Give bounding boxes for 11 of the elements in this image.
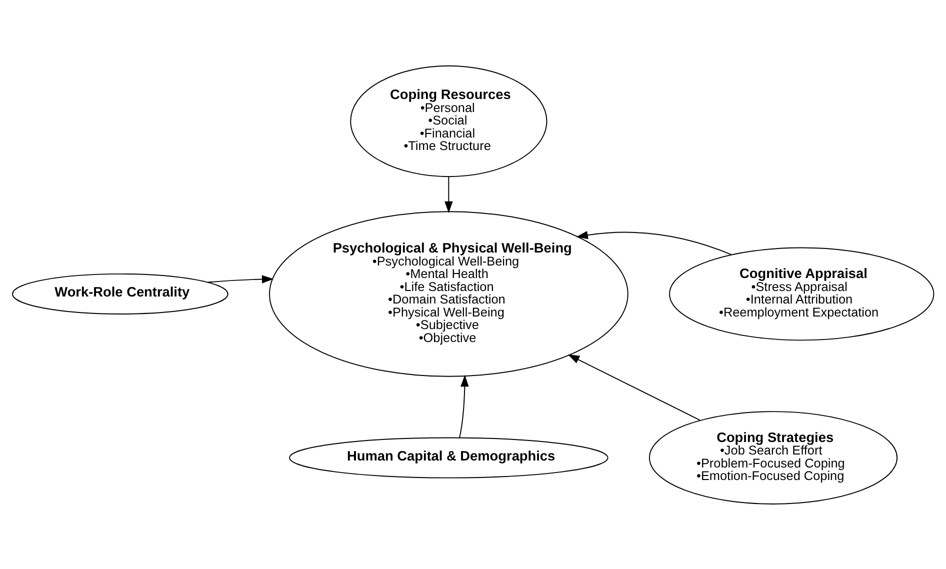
node-ellipse: Work-Role Centrality <box>12 272 228 314</box>
arrow <box>444 176 453 213</box>
arrow <box>459 374 469 438</box>
node-ellipse: Psychological & Physical Well-Being •Psychological Well-Being •Mental Health •Life Satisfaction •Domain Satisfaction •Physical Well-Being •Subjective •Objective <box>269 210 628 376</box>
node-ellipse: Cognitive Appraisal •Stress Appraisal •Internal Attribution •Reemployment Expectation <box>669 246 934 340</box>
arrow <box>576 230 732 255</box>
node-ellipse: Human Capital & Demographics <box>289 436 608 478</box>
node-ellipse: Coping Resources •Personal •Social •Financial •Time Structure <box>350 64 548 177</box>
arrow <box>568 354 701 420</box>
arrow <box>207 274 274 283</box>
node-ellipse: Coping Strategies •Job Search Effort •Problem-Focused Coping •Emotion-Focused Coping <box>648 410 898 504</box>
